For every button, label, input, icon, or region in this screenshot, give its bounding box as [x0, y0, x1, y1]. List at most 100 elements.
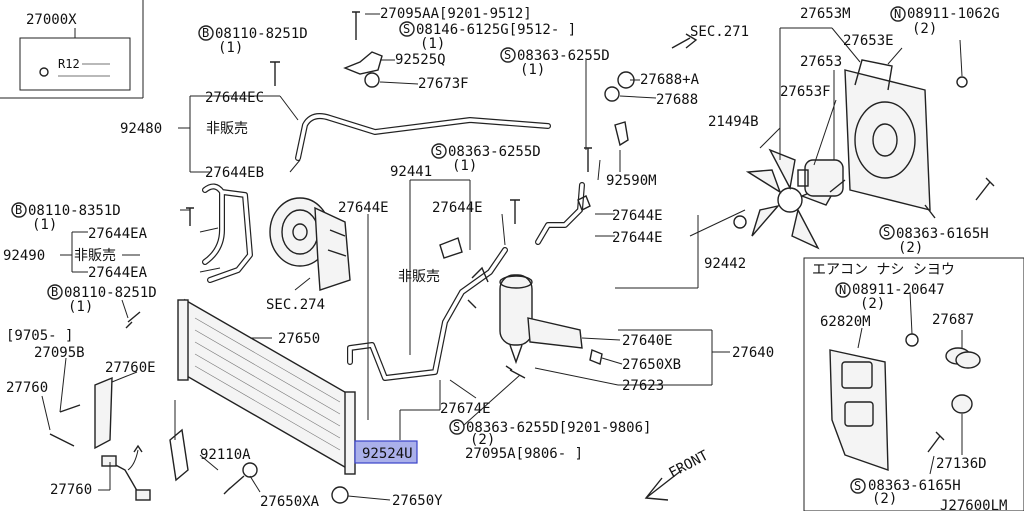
svg-text:S: S: [854, 479, 861, 493]
label-92442[interactable]: 92442: [704, 256, 746, 272]
label-27644eb[interactable]: 27644EB: [205, 165, 264, 181]
label-27653[interactable]: 27653: [800, 54, 842, 70]
callout-labels: 27095AA[9201-9512] 08146-6125G[9512- ] (…: [3, 6, 1000, 510]
label-08146[interactable]: 08146-6125G[9512- ]: [416, 22, 576, 38]
inset-bracket-62820m[interactable]: [829, 349, 889, 471]
label-27650[interactable]: 27650: [278, 331, 320, 347]
fan-motor[interactable]: [797, 159, 844, 197]
label-08363-b[interactable]: 08363-6255D: [448, 144, 541, 160]
bolt-marker: B: [11, 202, 27, 218]
label-hihanbai-c: 非販売: [398, 269, 440, 285]
label-27644e-a[interactable]: 27644E: [338, 200, 389, 216]
cooling-fan[interactable]: [745, 148, 842, 250]
label-92590m[interactable]: 92590M: [606, 173, 657, 189]
label-27760e[interactable]: 27760E: [105, 360, 156, 376]
label-27760-a[interactable]: 27760: [6, 380, 48, 396]
label-08911-b[interactable]: 08911-20647: [852, 282, 945, 298]
label-27136d[interactable]: 27136D: [936, 456, 987, 472]
screw-marker: S: [500, 47, 516, 63]
svg-text:N: N: [894, 7, 901, 21]
label-27688a[interactable]: 27688+A: [640, 72, 700, 88]
label-27000x[interactable]: 27000X R12: [26, 12, 110, 77]
label-sec271[interactable]: SEC.271: [690, 24, 749, 40]
label-27688[interactable]: 27688: [656, 92, 698, 108]
label-27650y[interactable]: 27650Y: [392, 493, 443, 509]
label-08363-a[interactable]: 08363-6255D: [517, 48, 610, 64]
label-08363-e-qty: (2): [872, 491, 897, 507]
label-08363-e[interactable]: 08363-6165H: [868, 478, 961, 494]
label-92110a[interactable]: 92110A: [200, 447, 251, 463]
label-92441[interactable]: 92441: [390, 164, 432, 180]
fastener-markers: B S S N S B B S S N S: [11, 6, 906, 494]
bracket-27760e[interactable]: [49, 376, 113, 450]
label-27095aa[interactable]: 27095AA[9201-9512]: [380, 6, 532, 22]
label-27644e-c[interactable]: 27644E: [612, 208, 663, 224]
label-21494b[interactable]: 21494B: [708, 114, 759, 130]
nut-marker: N: [835, 282, 851, 298]
label-08911-b-qty: (2): [860, 296, 885, 312]
label-08110-b[interactable]: 08110-8351D: [28, 203, 121, 219]
svg-text:S: S: [435, 144, 442, 158]
label-08110-c[interactable]: 08110-8251D: [64, 285, 157, 301]
harness-27760[interactable]: [101, 428, 189, 501]
label-27650xb[interactable]: 27650XB: [622, 357, 681, 373]
label-08110-b-qty: (1): [32, 217, 57, 233]
label-27653m[interactable]: 27653M: [800, 6, 851, 22]
label-92524u[interactable]: 92524U: [362, 446, 413, 462]
label-27644e-b[interactable]: 27644E: [432, 200, 483, 216]
bolt-marker: B: [47, 284, 63, 300]
svg-text:S: S: [504, 48, 511, 62]
screw-marker: S: [879, 224, 895, 240]
label-08911-a[interactable]: 08911-1062G: [907, 6, 1000, 22]
label-08363-c-qty: (2): [898, 240, 923, 256]
label-62820m[interactable]: 62820M: [820, 314, 871, 330]
label-hihanbai-a: 非販売: [206, 121, 248, 137]
label-27760-b[interactable]: 27760: [50, 482, 92, 498]
fan-shroud[interactable]: [829, 59, 936, 219]
screw-marker: S: [449, 419, 465, 435]
label-27674e[interactable]: 27674E: [440, 401, 491, 417]
svg-text:N: N: [839, 283, 846, 297]
label-92480[interactable]: 92480: [120, 121, 162, 137]
label-92525q[interactable]: 92525Q: [395, 52, 446, 68]
label-date-9705: [9705- ]: [6, 328, 73, 344]
screw-marker: S: [431, 143, 447, 159]
label-08110-a[interactable]: 08110-8251D: [215, 26, 308, 42]
label-27687[interactable]: 27687: [932, 312, 974, 328]
label-27644e-d[interactable]: 27644E: [612, 230, 663, 246]
label-27623[interactable]: 27623: [622, 378, 664, 394]
compressor[interactable]: [269, 197, 351, 291]
label-08363-d-qty: (2): [470, 432, 495, 448]
svg-text:S: S: [883, 225, 890, 239]
receiver-drier[interactable]: [499, 274, 583, 365]
label-27650xa[interactable]: 27650XA: [260, 494, 320, 510]
condenser-27650[interactable]: [177, 298, 356, 475]
label-08110-a-qty: (1): [218, 40, 243, 56]
inset-fasteners[interactable]: [905, 333, 945, 453]
leader-lines: [41, 13, 963, 501]
label-27640[interactable]: 27640: [732, 345, 774, 361]
label-sec274[interactable]: SEC.274: [266, 297, 325, 313]
inset-cap-27687[interactable]: [945, 347, 981, 369]
label-08363-d[interactable]: 08363-6255D[9201-9806]: [466, 420, 651, 436]
label-92490[interactable]: 92490: [3, 248, 45, 264]
label-27095a[interactable]: 27095A[9806- ]: [465, 446, 583, 462]
label-27673f[interactable]: 27673F: [418, 76, 469, 92]
pipes[interactable]: [202, 113, 585, 381]
highlight-92524u[interactable]: [354, 440, 418, 464]
label-08363-c[interactable]: 08363-6165H: [896, 226, 989, 242]
label-27640e[interactable]: 27640E: [622, 333, 673, 349]
label-27644ec[interactable]: 27644EC: [205, 90, 264, 106]
label-front: FRONT: [666, 447, 711, 481]
label-27653e[interactable]: 27653E: [843, 33, 894, 49]
label-hihanbai-b: 非販売: [74, 248, 116, 264]
inset-labels: エアコン ナシ シヨウ 08911-20647 (2) 62820M 27687…: [812, 262, 1007, 511]
inset-cap-27136d[interactable]: [951, 394, 973, 414]
label-27653f[interactable]: 27653F: [780, 84, 831, 100]
label-27644ea-b[interactable]: 27644EA: [88, 265, 148, 281]
label-27644ea-a[interactable]: 27644EA: [88, 226, 148, 242]
label-27095b[interactable]: 27095B: [34, 345, 85, 361]
label-08363-a-qty: (1): [520, 62, 545, 78]
fasteners[interactable]: [125, 11, 995, 504]
